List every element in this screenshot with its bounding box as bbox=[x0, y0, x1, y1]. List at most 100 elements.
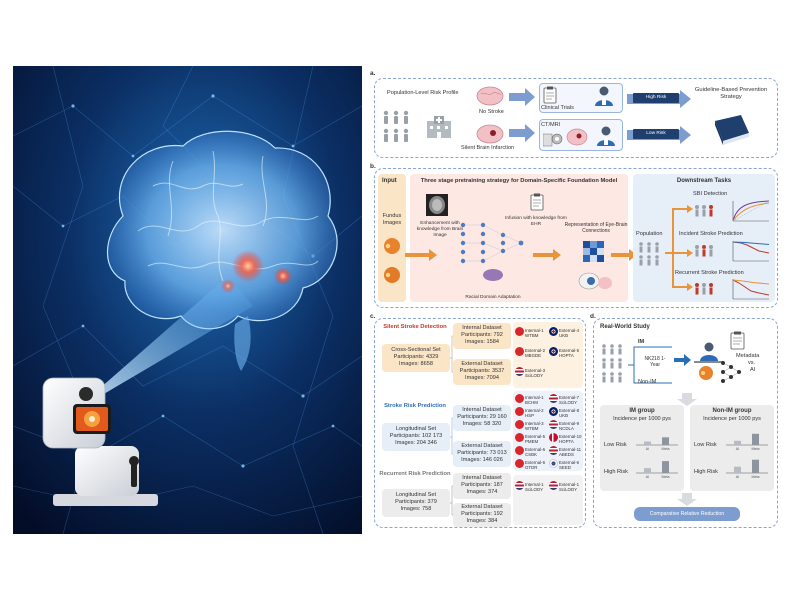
rec-external-title: External Dataset bbox=[461, 504, 503, 510]
split-arrows bbox=[509, 88, 535, 142]
ehr-clipboard-icon bbox=[530, 193, 544, 211]
bar-ai bbox=[734, 440, 741, 445]
panel-c-label: c. bbox=[370, 313, 376, 320]
brain-eye-scan-illustration bbox=[13, 66, 362, 534]
panel-d-label: d. bbox=[590, 313, 596, 320]
input-title: Input bbox=[382, 178, 397, 184]
silent-stroke-title: Silent Stroke Detection bbox=[383, 324, 447, 330]
flag-cn-icon bbox=[515, 394, 524, 403]
flag-uk-icon bbox=[549, 347, 558, 356]
long-participants-text: Participants: 102 173 bbox=[389, 433, 443, 439]
ct-mri-text: CT/MRI bbox=[541, 122, 561, 128]
silent-external-participants: Participants: 3537 bbox=[459, 368, 505, 374]
dataset-label: External-8 UKB bbox=[559, 407, 580, 418]
downstream-branch-arrows bbox=[665, 205, 693, 291]
im-low-risk: Low Risk bbox=[604, 442, 627, 448]
rec-internal-title: Internal Dataset bbox=[462, 475, 502, 481]
silent-external-box bbox=[453, 359, 511, 385]
brain-mri-thumb bbox=[426, 194, 448, 216]
bar-label: Meta bbox=[662, 475, 670, 479]
dataset-label: External-5 PMEM bbox=[525, 433, 546, 444]
non-im-low-risk: Low Risk bbox=[694, 442, 717, 448]
network-nodes bbox=[61, 94, 335, 468]
enhancement-text: Enhancement with knowledge from Brain Im… bbox=[416, 221, 464, 238]
rec-datasets-box bbox=[513, 475, 583, 525]
dataset-label: Internal-3 WTBM bbox=[525, 420, 544, 431]
dataset-label: External-7 SciLODY bbox=[559, 394, 580, 405]
im-group-box bbox=[600, 405, 684, 491]
metadata-text: Metadata bbox=[736, 353, 760, 359]
dataset-label: External-6 GTDR bbox=[525, 459, 546, 470]
flag-us-icon bbox=[515, 481, 524, 490]
dataset-label: External-4 UKB bbox=[559, 327, 580, 338]
silent-datasets-box bbox=[513, 322, 583, 388]
panel-b-label: b. bbox=[370, 163, 376, 170]
silent-internal-participants: Participants: 792 bbox=[461, 332, 503, 338]
rec-internal-participants: Participants: 187 bbox=[461, 482, 503, 488]
light-beam bbox=[75, 276, 253, 411]
rec-internal-images: Images: 374 bbox=[466, 489, 498, 495]
bar-ai bbox=[644, 468, 651, 473]
bar-ai bbox=[644, 441, 651, 445]
flag-us-icon bbox=[549, 446, 558, 455]
panel-a: Population-Level Risk Profile No Stroke … bbox=[374, 78, 778, 158]
flag-cn-icon bbox=[515, 407, 524, 416]
recurrent-text: Recurrent Stroke Prediction bbox=[675, 270, 744, 276]
bar-meta bbox=[752, 459, 759, 473]
clinical-trials-text: Clinical Trials bbox=[541, 105, 574, 111]
doctor-icon-bottom bbox=[597, 126, 615, 146]
silent-internal-title: Internal Dataset bbox=[462, 325, 502, 331]
flag-us-icon bbox=[549, 420, 558, 429]
bar-label: Meta bbox=[662, 447, 670, 451]
bar-label: AI bbox=[646, 447, 649, 451]
result-pill bbox=[634, 507, 740, 521]
panel-d: Real-World Study IM NK218 1-Year Non-IM … bbox=[593, 318, 778, 528]
rec-participants-text: Participants: 379 bbox=[395, 499, 437, 505]
flag-us-icon bbox=[549, 481, 558, 490]
doctor-and-eye-icon bbox=[694, 342, 724, 380]
flag-uk-icon bbox=[549, 407, 558, 416]
long-set-text: Longitudinal Set bbox=[395, 426, 437, 432]
stroke-external-box bbox=[453, 441, 511, 467]
bar-meta bbox=[662, 461, 669, 473]
sbi-text: Silent Brain Infarction bbox=[461, 145, 515, 151]
rec-set-text: Longitudinal Set bbox=[395, 492, 437, 498]
doctor-icon-top bbox=[595, 86, 613, 106]
dataset-label: Internal-2 HSP bbox=[525, 407, 544, 418]
ai-text: AI bbox=[750, 367, 756, 373]
flag-kr-icon bbox=[549, 459, 558, 468]
non-im-incidence-text: Incidence per 1000 pys bbox=[703, 416, 761, 422]
im-high-risk: High Risk bbox=[604, 469, 628, 475]
stroke-internal-participants: Participants: 29 160 bbox=[457, 414, 507, 420]
population-icon-d bbox=[602, 344, 622, 383]
non-im-high-risk: High Risk bbox=[694, 469, 718, 475]
bar-label: AI bbox=[646, 475, 649, 479]
to-model-arrow bbox=[674, 354, 691, 366]
population-icon bbox=[383, 110, 409, 142]
stroke-risk-title: Stroke Risk Prediction bbox=[384, 403, 446, 409]
rec-external-images: Images: 384 bbox=[466, 518, 498, 524]
down-arrow-1 bbox=[677, 393, 697, 406]
guideline-text: Guideline-Based Prevention Strategy bbox=[694, 87, 768, 100]
recurrent-set-box bbox=[382, 489, 450, 517]
population-icon-b bbox=[639, 242, 659, 266]
bar-label: AI bbox=[736, 475, 739, 479]
flag-uk-icon bbox=[549, 327, 558, 336]
orange-arrow-mid bbox=[533, 249, 561, 261]
dataset-label: External-9 NCDLA bbox=[559, 420, 580, 431]
metadata-clipboard-icon bbox=[730, 331, 745, 350]
bar-ai bbox=[734, 466, 741, 473]
silent-internal-box bbox=[453, 323, 511, 349]
result-text: Comparative Relative Reduction bbox=[649, 511, 725, 517]
silent-internal-images: Images: 1584 bbox=[465, 339, 499, 345]
non-im-group-box bbox=[690, 405, 774, 491]
im-text: IM bbox=[638, 339, 645, 345]
downstream-title: Downstream Tasks bbox=[676, 178, 732, 184]
cohort-split-lines bbox=[628, 346, 672, 384]
fundus-text: Fundus Images bbox=[382, 213, 402, 226]
hero-illustration bbox=[13, 66, 362, 534]
cross-participants-text: Participants: 4329 bbox=[393, 354, 439, 360]
fundus-images bbox=[384, 238, 400, 283]
dataset-label: External-6 SEED bbox=[559, 459, 580, 470]
